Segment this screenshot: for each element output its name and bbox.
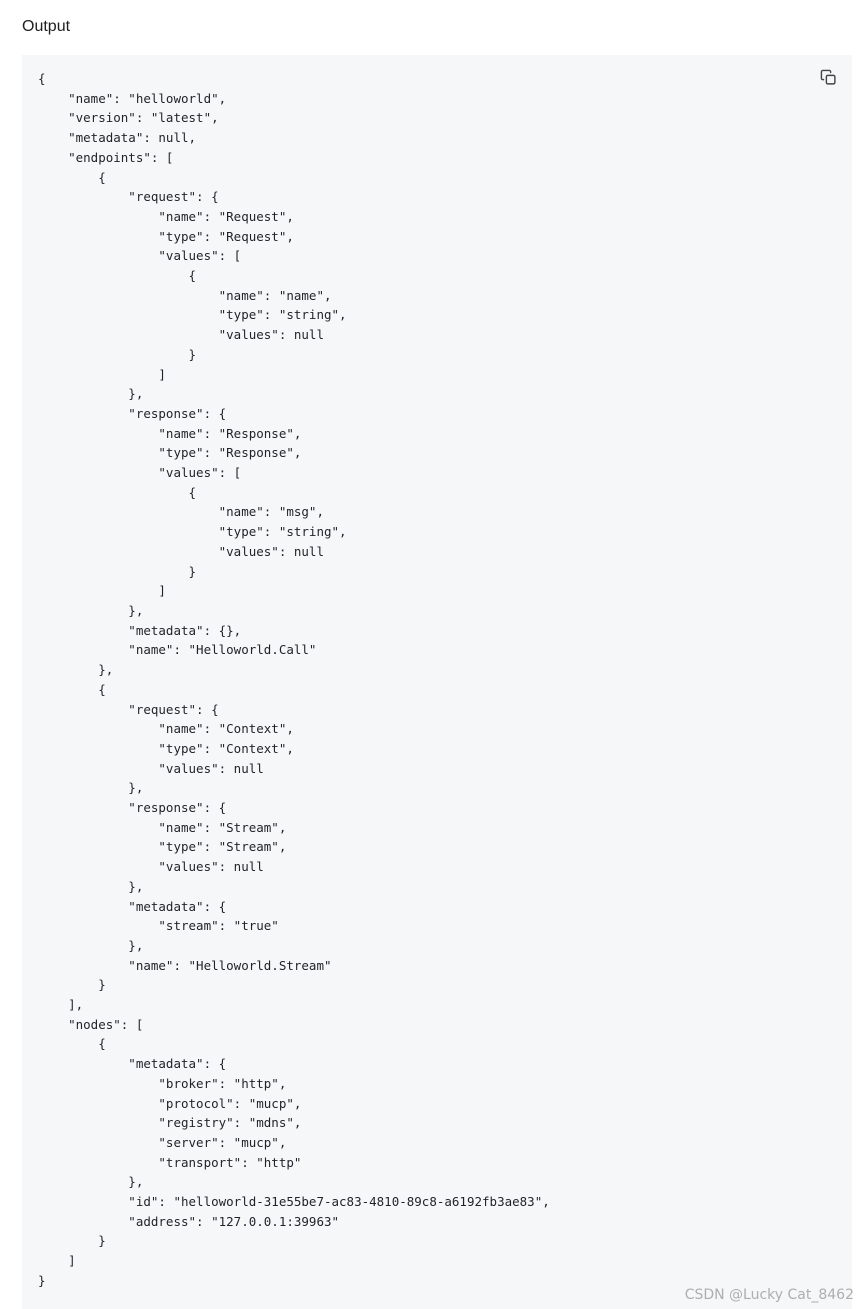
json-code-content: { "name": "helloworld", "version": "late… xyxy=(38,71,550,1288)
output-heading: Output xyxy=(22,18,71,35)
copy-button[interactable] xyxy=(818,67,838,87)
code-block: { "name": "helloworld", "version": "late… xyxy=(22,55,852,1309)
csdn-watermark: CSDN @Lucky Cat_8462 xyxy=(684,1287,854,1303)
copy-icon[interactable] xyxy=(820,69,837,86)
